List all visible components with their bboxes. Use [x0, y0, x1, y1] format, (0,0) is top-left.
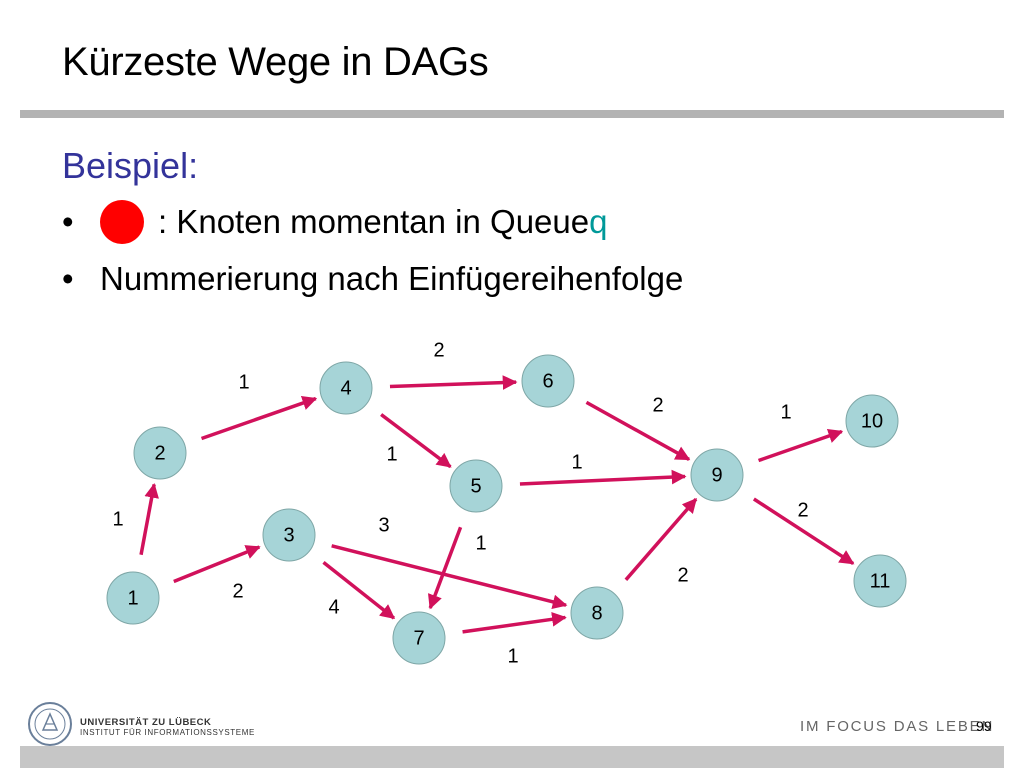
node-circle	[106, 571, 160, 625]
edge-5-7	[427, 526, 463, 610]
edge-weight-1-3: 2	[232, 580, 243, 602]
node-circle	[690, 448, 744, 502]
edge-weight-8-9: 2	[677, 564, 688, 586]
edge-1-3	[173, 545, 261, 584]
institute-name: INSTITUT FÜR INFORMATIONSSYSTEME	[80, 728, 255, 737]
node-8: 8	[570, 586, 624, 640]
node-label: 6	[542, 370, 553, 392]
edge-weight-3-8: 3	[378, 514, 389, 536]
university-seal-icon	[28, 702, 72, 746]
node-label: 3	[283, 524, 294, 546]
edge-8-9	[624, 497, 698, 581]
node-10: 10	[845, 394, 899, 448]
edge-9-11	[752, 497, 855, 566]
bullet-queue-legend: • : Knoten momentan in Queue q	[62, 200, 607, 244]
edge-7-8	[462, 612, 567, 634]
page-number: 99	[976, 718, 992, 734]
edge-3-7	[322, 560, 396, 620]
node-circle	[449, 459, 503, 513]
node-label: 7	[413, 627, 424, 649]
bullet-marker: •	[62, 260, 74, 297]
node-circle	[853, 554, 907, 608]
bullet-queue-text: : Knoten momentan in Queue	[158, 203, 590, 240]
edge-weight-2-4: 1	[238, 371, 249, 393]
node-circle	[133, 426, 187, 480]
edge-weight-5-7: 1	[475, 532, 486, 554]
node-2: 2	[133, 426, 187, 480]
university-name: UNIVERSITÄT ZU LÜBECK	[80, 717, 212, 728]
node-5: 5	[449, 459, 503, 513]
node-label: 9	[711, 464, 722, 486]
edge-weight-9-10: 1	[780, 401, 791, 423]
footer-bar	[20, 746, 1004, 768]
node-label: 4	[340, 377, 351, 399]
edge-1-2	[139, 483, 159, 556]
edge-6-9	[585, 400, 691, 461]
edge-5-9	[519, 469, 687, 486]
node-7: 7	[392, 611, 446, 665]
node-4: 4	[319, 361, 373, 415]
node-label: 8	[591, 602, 602, 624]
heading-example: Beispiel:	[62, 145, 199, 186]
edge-4-6	[389, 375, 518, 390]
node-circle	[392, 611, 446, 665]
queue-node-marker-icon	[100, 200, 144, 244]
edge-weight-9-11: 2	[797, 499, 808, 521]
edge-weight-4-5: 1	[386, 443, 397, 465]
edge-weight-6-9: 2	[652, 394, 663, 416]
title-divider	[20, 110, 1004, 118]
node-label: 5	[470, 475, 481, 497]
node-label: 2	[154, 442, 165, 464]
node-6: 6	[521, 354, 575, 408]
node-label: 1	[127, 587, 138, 609]
edge-9-10	[757, 428, 844, 463]
edge-weight-4-6: 2	[433, 339, 444, 361]
node-circle	[319, 361, 373, 415]
bullet-numbering: • Nummerierung nach Einfügereihenfolge	[62, 260, 683, 298]
edge-weight-1-2: 1	[112, 508, 123, 530]
node-9: 9	[690, 448, 744, 502]
edge-4-5	[380, 413, 452, 469]
node-3: 3	[262, 508, 316, 562]
queue-variable: q	[589, 203, 608, 240]
node-label: 11	[870, 570, 891, 592]
node-1: 1	[106, 571, 160, 625]
bullet-numbering-text: Nummerierung nach Einfügereihenfolge	[100, 260, 684, 297]
node-circle	[262, 508, 316, 562]
node-circle	[521, 354, 575, 408]
edge-2-4	[200, 395, 318, 441]
slogan: IM FOCUS DAS LEBEN	[800, 718, 995, 735]
node-11: 11	[853, 554, 907, 608]
edge-weight-5-9: 1	[571, 451, 582, 473]
node-label: 10	[861, 410, 883, 432]
node-circle	[845, 394, 899, 448]
bullet-marker: •	[62, 203, 74, 240]
edge-weight-7-8: 1	[507, 645, 518, 667]
edge-3-8	[331, 544, 568, 610]
node-circle	[570, 586, 624, 640]
edge-weight-3-7: 4	[328, 596, 339, 618]
slide-title: Kürzeste Wege in DAGs	[62, 40, 489, 84]
